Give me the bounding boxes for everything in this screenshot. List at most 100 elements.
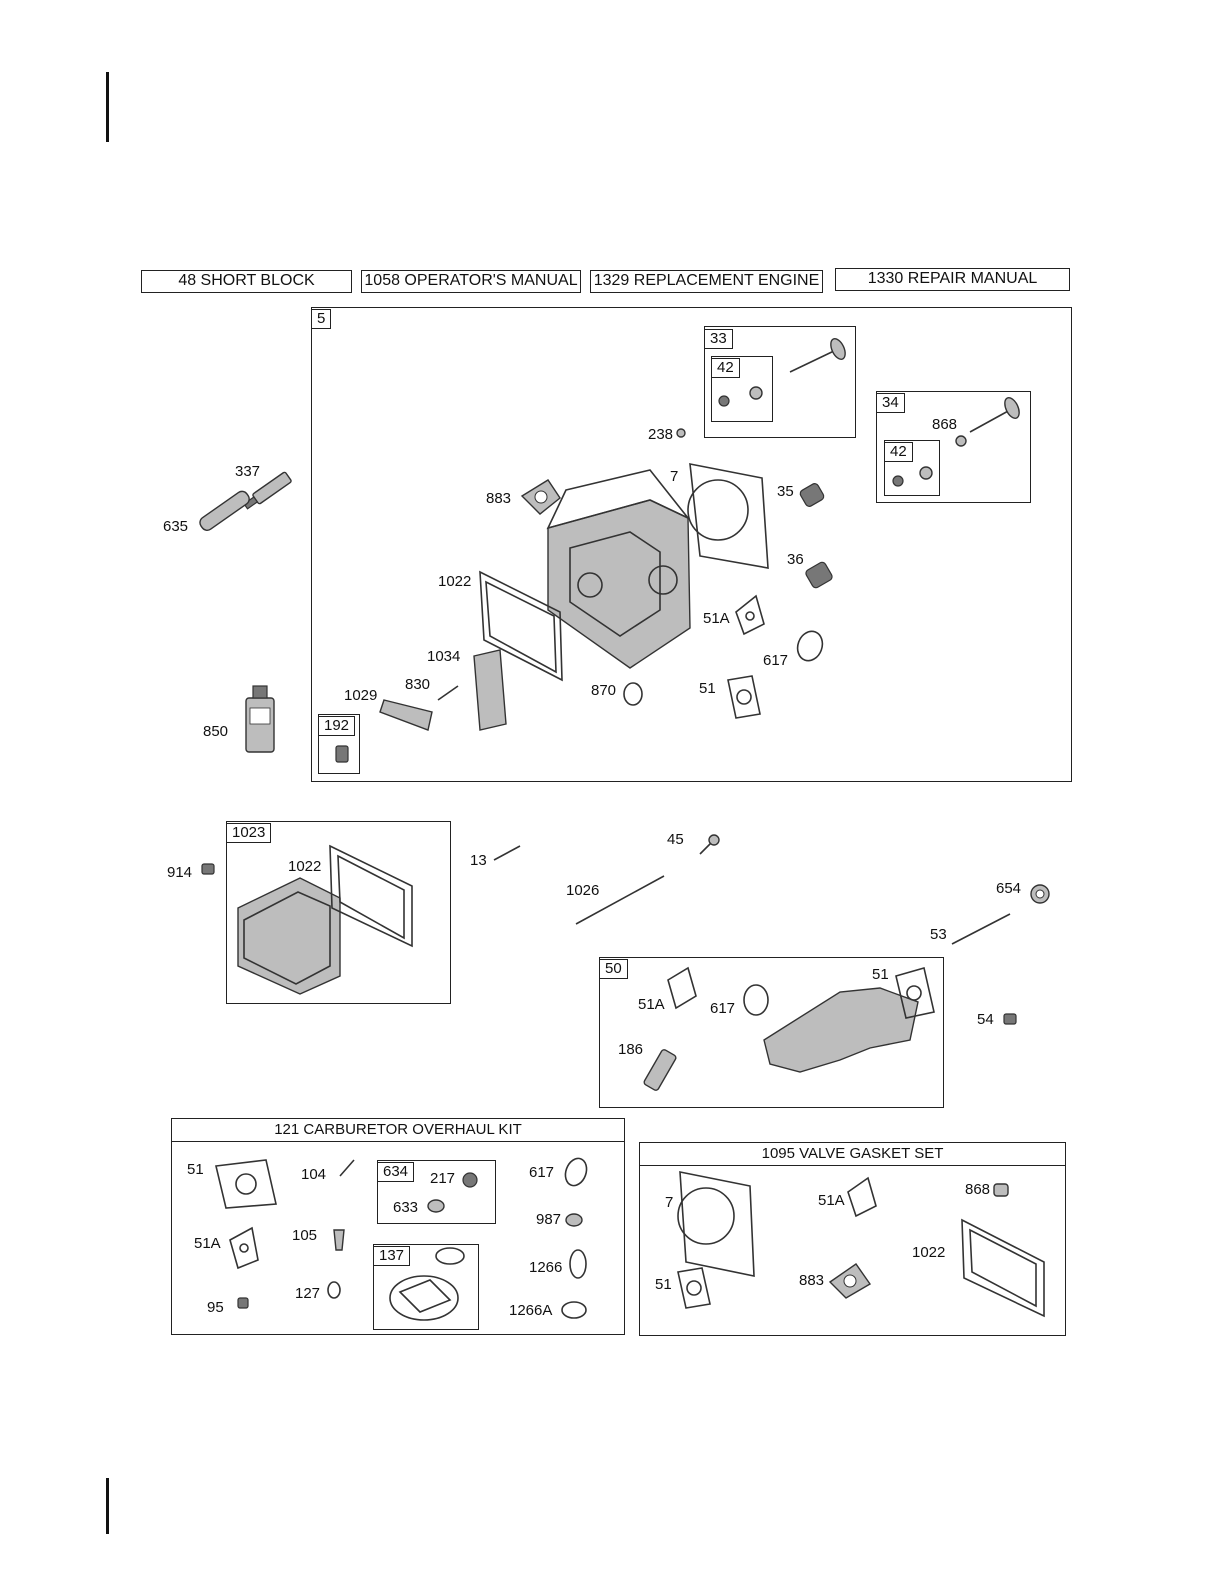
kit-spring-217-part [462, 1172, 478, 1188]
kit-o-ring-1266-part [569, 1249, 587, 1279]
group-tag-634: 634 [377, 1162, 415, 1182]
kit-gasket-51a-part [229, 1226, 259, 1270]
group-tag-33: 33 [704, 329, 733, 349]
kit-o-ring-1266a-part [561, 1301, 587, 1319]
callout-1022: 1022 [438, 573, 472, 590]
group-tag-42-a: 42 [711, 358, 740, 378]
manifold-gasket-51-part [895, 966, 935, 1019]
carburetor-overhaul-kit-box: 121 CARBURETOR OVERHAUL KIT [171, 1118, 625, 1335]
rocker-gasket-1022-inner [485, 580, 557, 674]
keeper-part-b1 [892, 475, 904, 487]
callout-830: 830 [405, 676, 431, 693]
callout-51-manifold: 51 [872, 966, 889, 983]
valve-spring-35-part [799, 483, 825, 507]
kit-callout-127: 127 [295, 1285, 321, 1302]
callout-51a-manifold: 51A [638, 996, 665, 1013]
vgs-callout-51a: 51A [818, 1192, 845, 1209]
callout-1026: 1026 [566, 882, 600, 899]
intake-valve-part [969, 397, 1020, 433]
callout-45: 45 [667, 831, 684, 848]
callout-635: 635 [163, 518, 189, 535]
stud-830-part [437, 685, 459, 701]
kit-callout-104: 104 [301, 1166, 327, 1183]
carb-subkit-box [377, 1160, 496, 1224]
callout-850: 850 [203, 723, 229, 740]
kit-o-ring-617-part [564, 1157, 588, 1187]
plug-238-part [676, 428, 686, 438]
cylinder-head-part [546, 469, 691, 669]
exhaust-gasket-883-part [520, 479, 561, 515]
callout-868: 868 [932, 416, 958, 433]
group-tag-34: 34 [876, 393, 905, 413]
intake-valve-group-box [876, 391, 1031, 503]
group-tag-137: 137 [373, 1246, 411, 1266]
manifold-gasket-51a-part [667, 966, 697, 1010]
kit-callout-51: 51 [187, 1161, 204, 1178]
keeper-part-a2 [749, 386, 763, 400]
kit-callout-95: 95 [207, 1299, 224, 1316]
callout-238: 238 [648, 426, 674, 443]
kit-washer-127-part [327, 1281, 341, 1299]
kit-gasket-137-part [389, 1247, 465, 1321]
rocker-arm-1029-part [379, 699, 433, 731]
fitting-186-part [643, 1049, 677, 1091]
kit-callout-1266a: 1266A [509, 1302, 553, 1319]
vgs-gasket-51a-part [847, 1176, 877, 1218]
group-tag-1023: 1023 [226, 823, 272, 843]
cylinder-head-group-box [311, 307, 1072, 782]
intake-gasket-51a-part [735, 594, 765, 636]
callout-51a: 51A [703, 610, 730, 627]
vgs-head-gasket-7-part [677, 1171, 755, 1277]
group-tag-192: 192 [318, 716, 356, 736]
rocker-cover-group-box [226, 821, 451, 1004]
callout-617: 617 [763, 652, 789, 669]
kit-callout-1266: 1266 [529, 1259, 563, 1276]
intake-manifold-group-box [599, 957, 944, 1108]
callout-53: 53 [930, 926, 947, 943]
keeper-group-box-b [884, 440, 940, 496]
header-replacement-engine: 1329 REPLACEMENT ENGINE [590, 270, 823, 293]
nut-654-part [1030, 884, 1050, 904]
exhaust-valve-group-box [704, 326, 856, 438]
kit-seat-633-part [427, 1199, 445, 1213]
gasket-51-part [727, 675, 761, 719]
callout-617-manifold: 617 [710, 1000, 736, 1017]
valve-seal-868-part [955, 435, 967, 447]
valve-gasket-set-box: 1095 VALVE GASKET SET [639, 1142, 1066, 1336]
o-ring-617-part [796, 630, 824, 662]
vgs-gasket-883-part [828, 1263, 872, 1299]
keeper-part-a1 [718, 395, 730, 407]
callout-870: 870 [591, 682, 617, 699]
rocker-cover-gasket-part [329, 844, 413, 948]
screw-54-part [1003, 1013, 1017, 1025]
crop-mark-bottom [106, 1478, 109, 1534]
callout-36: 36 [787, 551, 804, 568]
vgs-callout-1022: 1022 [912, 1244, 946, 1261]
vgs-callout-883: 883 [799, 1272, 825, 1289]
kit-callout-105: 105 [292, 1227, 318, 1244]
callout-186: 186 [618, 1041, 644, 1058]
kit-callout-987: 987 [536, 1211, 562, 1228]
callout-337: 337 [235, 463, 261, 480]
rocker-cover-part [237, 877, 341, 995]
bolt-13-part [493, 845, 521, 861]
rocker-gasket-1022-part [479, 570, 563, 682]
group-tag-5: 5 [311, 309, 332, 329]
kit-washer-987-part [565, 1213, 583, 1227]
carb-gasket-kit-box [373, 1244, 479, 1330]
stud-group-box [318, 714, 360, 774]
header-repair-manual: 1330 REPAIR MANUAL [835, 268, 1070, 291]
callout-883: 883 [486, 490, 512, 507]
kit-callout-217: 217 [430, 1170, 456, 1187]
vgs-callout-868: 868 [965, 1181, 991, 1198]
kit-callout-617: 617 [529, 1164, 555, 1181]
screw-914-part [201, 863, 215, 875]
callout-51: 51 [699, 680, 716, 697]
callout-914: 914 [167, 864, 193, 881]
keeper-group-box-a [711, 356, 773, 422]
seal-870-part [623, 682, 643, 706]
keeper-part-b2 [919, 466, 933, 480]
head-gasket-part [687, 463, 769, 569]
spark-plug-boot-part [199, 490, 250, 531]
